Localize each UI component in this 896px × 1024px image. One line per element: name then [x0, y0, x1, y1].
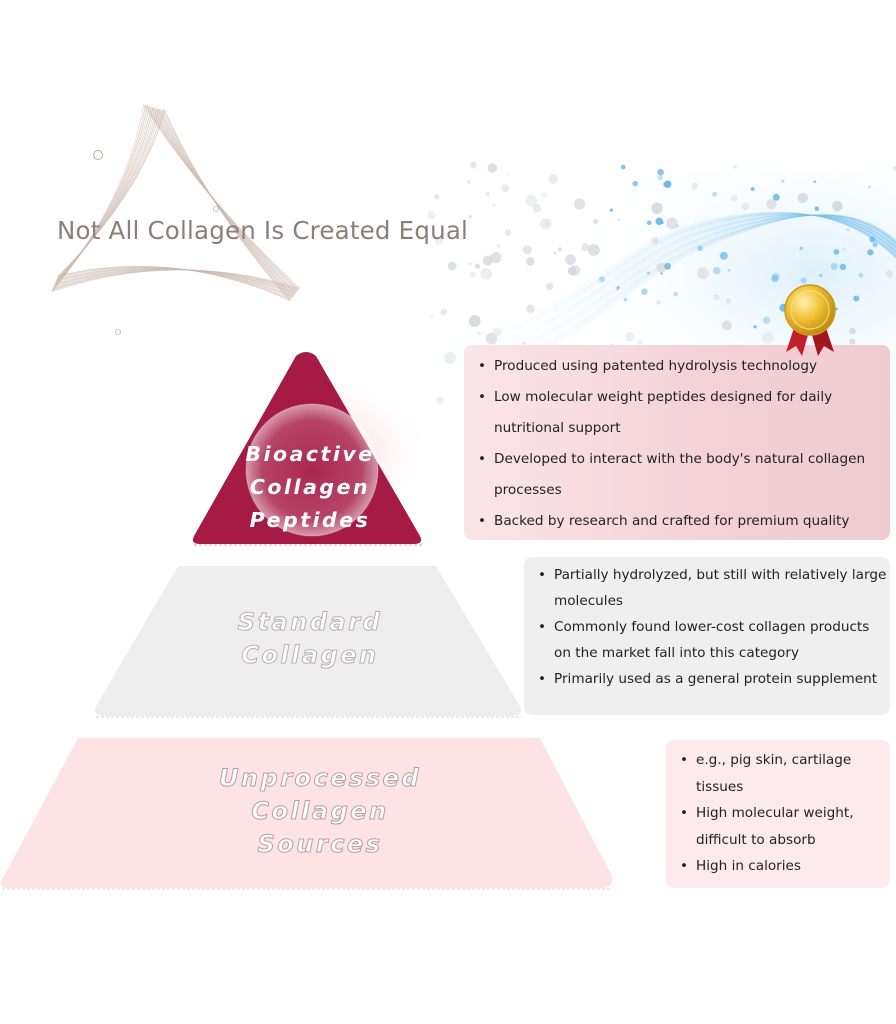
tier-1-label: Bioactive Collagen Peptides	[220, 438, 400, 538]
list-item: Backed by research and crafted for premi…	[474, 506, 890, 537]
tier-1-label-line: Peptides	[249, 508, 371, 533]
triangle-lines-decoration	[50, 103, 301, 335]
list-item: Primarily used as a general protein supp…	[534, 666, 890, 692]
tier-3-bullet-list: e.g., pig skin, cartilage tissues High m…	[676, 747, 886, 880]
tier-3-description-panel: e.g., pig skin, cartilage tissues High m…	[666, 740, 890, 888]
tier-1-label-line: Bioactive	[245, 442, 375, 466]
list-item: Developed to interact with the body's na…	[474, 444, 890, 506]
tier-1-description-panel: Produced using patented hydrolysis techn…	[464, 345, 890, 540]
tier-2-description-panel: Partially hydrolyzed, but still with rel…	[524, 557, 890, 715]
list-item: e.g., pig skin, cartilage tissues	[676, 747, 886, 800]
list-item: High in calories	[676, 853, 886, 880]
page-title: Not All Collagen Is Created Equal	[57, 216, 469, 245]
tier-2-label-line: Collagen	[241, 641, 379, 670]
list-item: High molecular weight, difficult to abso…	[676, 800, 886, 853]
tier-2-bullet-list: Partially hydrolyzed, but still with rel…	[534, 562, 890, 692]
gold-medal-icon	[784, 284, 836, 356]
tier-2-label-line: Standard	[237, 607, 383, 636]
list-item: Low molecular weight peptides designed f…	[474, 382, 890, 444]
tier-2-label: Standard Collagen	[200, 606, 420, 672]
list-item: Partially hydrolyzed, but still with rel…	[534, 562, 890, 614]
tier-3-shape	[0, 738, 613, 888]
tier-1-label-line: Collagen	[249, 475, 371, 500]
tier-2-shape	[95, 566, 521, 716]
bubble-sphere	[245, 403, 379, 537]
tier-3-label-line: Unprocessed	[218, 763, 422, 792]
list-item: Commonly found lower-cost collagen produ…	[534, 614, 890, 666]
tier-3-label-line: Collagen	[251, 797, 389, 826]
list-item: Produced using patented hydrolysis techn…	[474, 351, 890, 382]
tier-3-label: Unprocessed Collagen Sources	[190, 762, 450, 861]
tier-1-bullet-list: Produced using patented hydrolysis techn…	[474, 351, 890, 537]
tier-3-label-line: Sources	[257, 830, 383, 859]
